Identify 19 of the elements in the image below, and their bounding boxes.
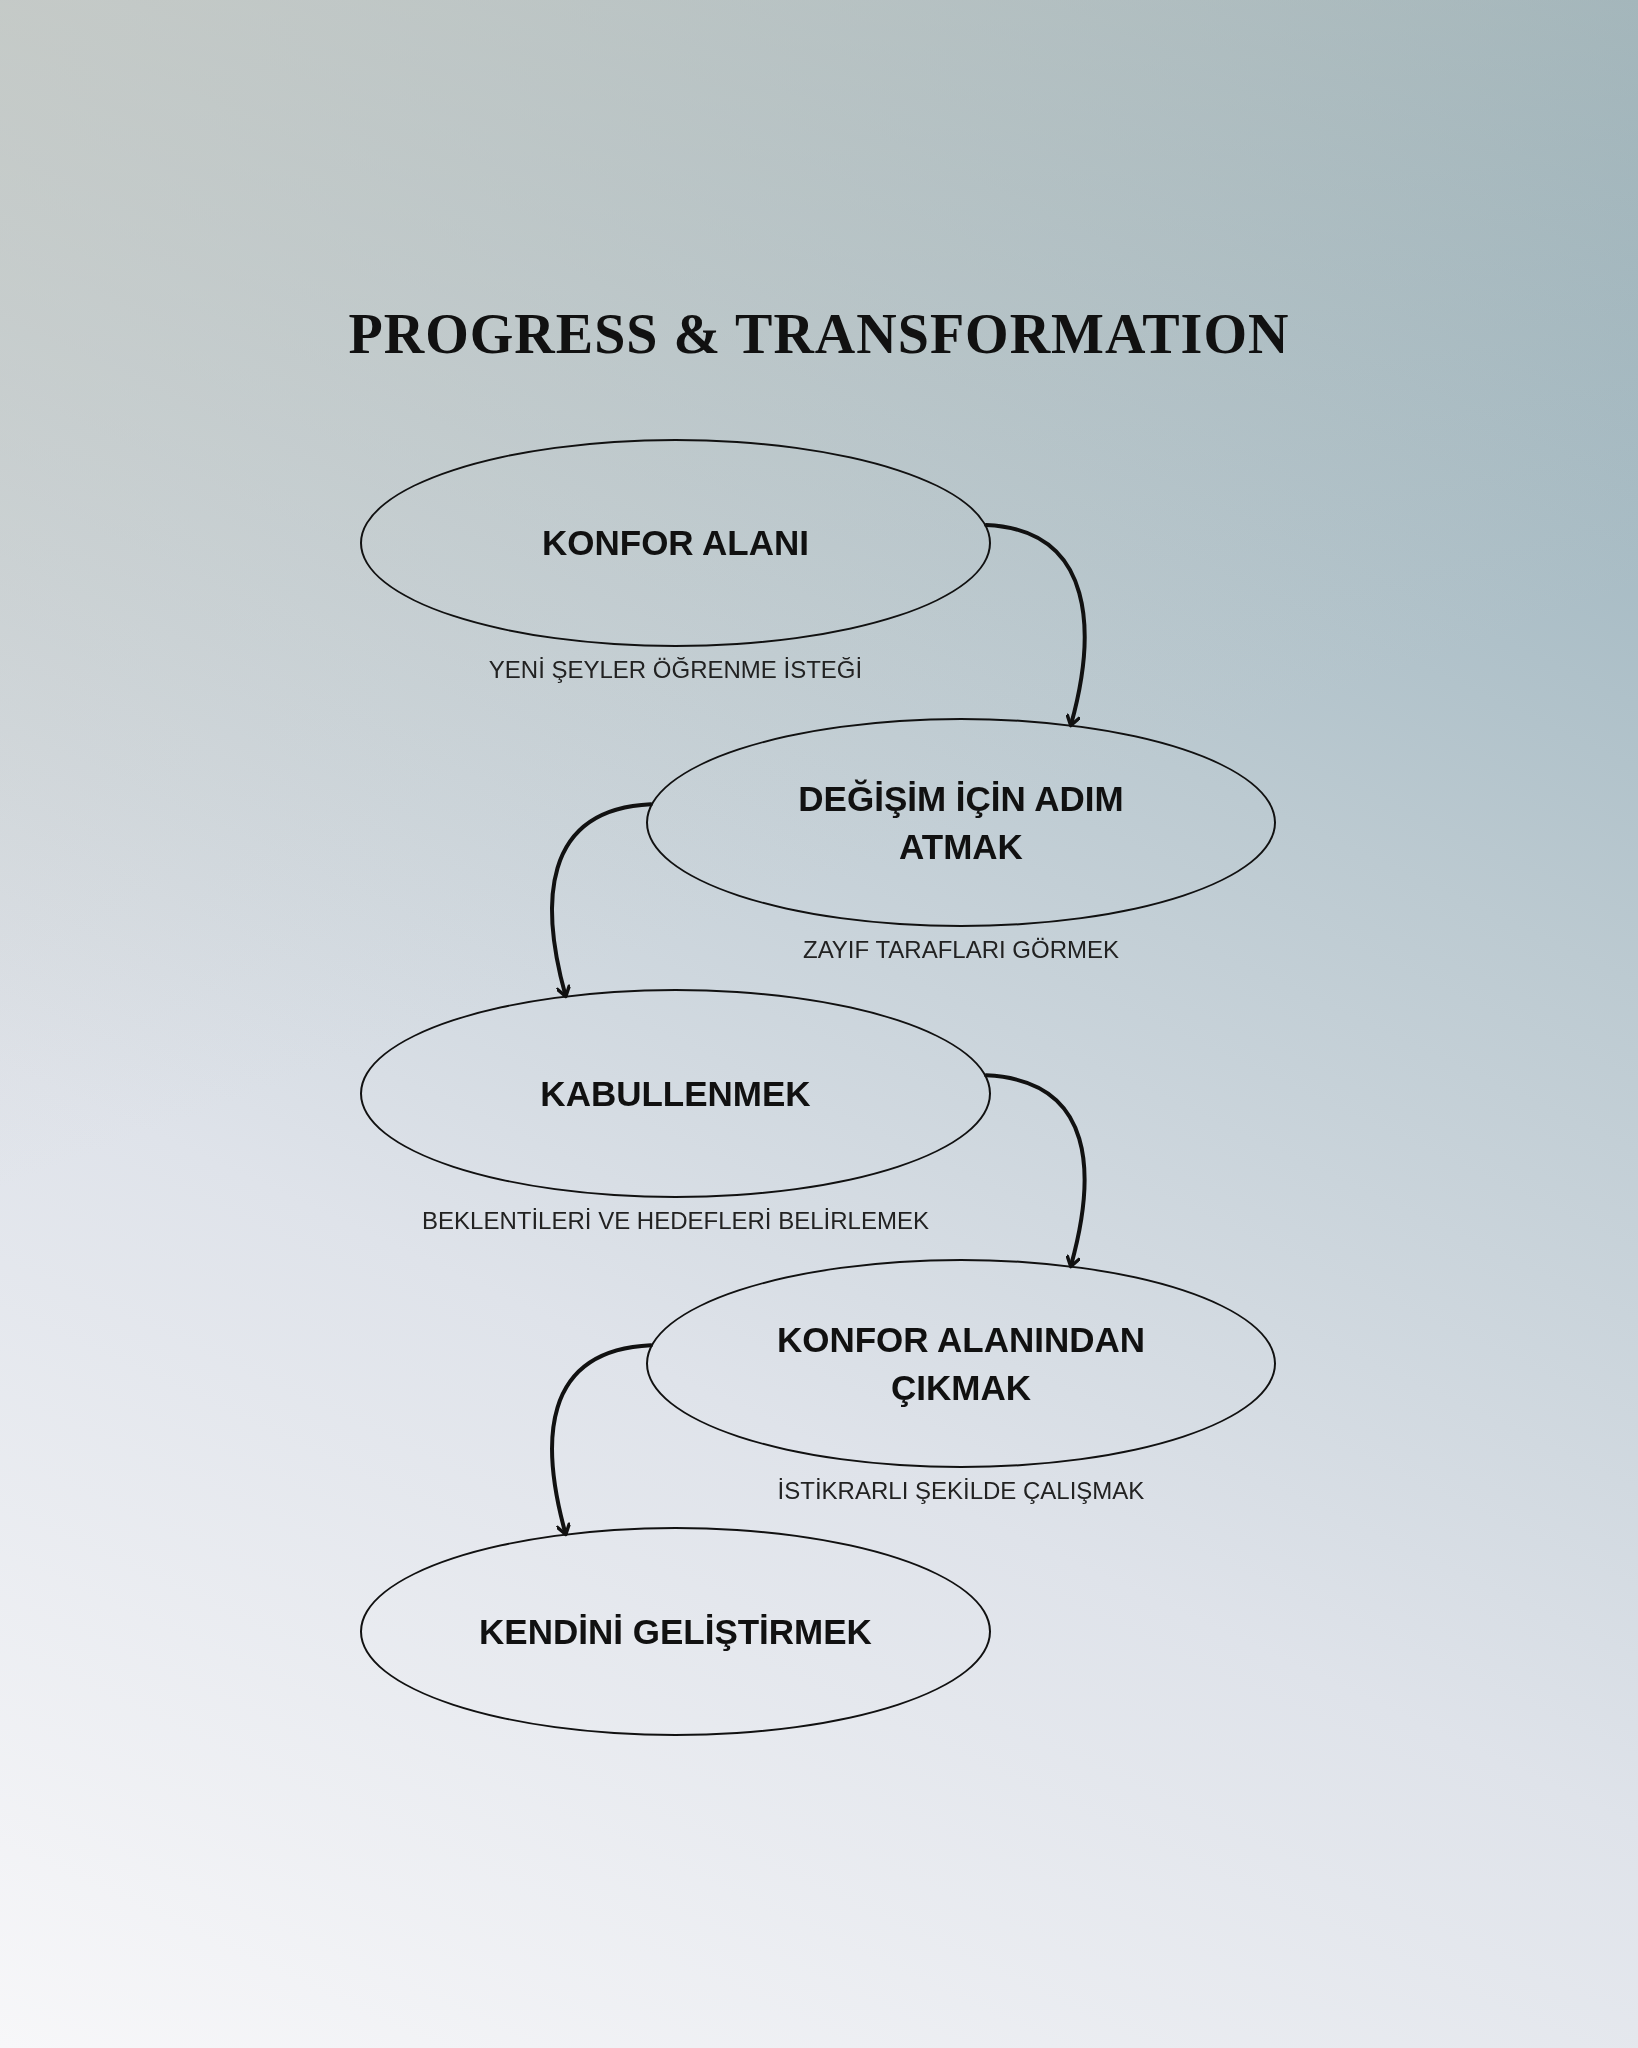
- curved-arrow: [550, 1343, 653, 1537]
- curved-arrow: [984, 522, 1087, 728]
- node-label: KABULLENMEK: [540, 1072, 811, 1115]
- curved-arrow: [550, 802, 653, 999]
- node-label: DEĞİŞİM İÇİN ADIM ATMAK: [797, 777, 1125, 868]
- curved-arrow: [984, 1073, 1087, 1269]
- ellipse-node: [360, 989, 991, 1198]
- node-label: KONFOR ALANI: [542, 522, 809, 564]
- title: PROGRESS & TRANSFORMATION: [347, 302, 1291, 367]
- node-label: KONFOR ALANINDAN ÇIKMAK: [775, 1318, 1147, 1409]
- node-label: KENDİNİ GELİŞTİRMEK: [479, 1610, 872, 1653]
- step-caption: YENİ ŞEYLER ÖĞRENME İSTEĞİ: [488, 655, 863, 685]
- ellipse-node: [646, 1259, 1276, 1468]
- step-caption: İSTİKRARLI ŞEKİLDE ÇALIŞMAK: [777, 1476, 1145, 1506]
- ellipse-node: [646, 718, 1276, 927]
- ellipse-node: [360, 1527, 991, 1736]
- step-caption: ZAYIF TARAFLARI GÖRMEK: [802, 935, 1119, 965]
- ellipse-node: [360, 439, 991, 647]
- step-caption: BEKLENTİLERİ VE HEDEFLERİ BELİRLEMEK: [422, 1206, 929, 1236]
